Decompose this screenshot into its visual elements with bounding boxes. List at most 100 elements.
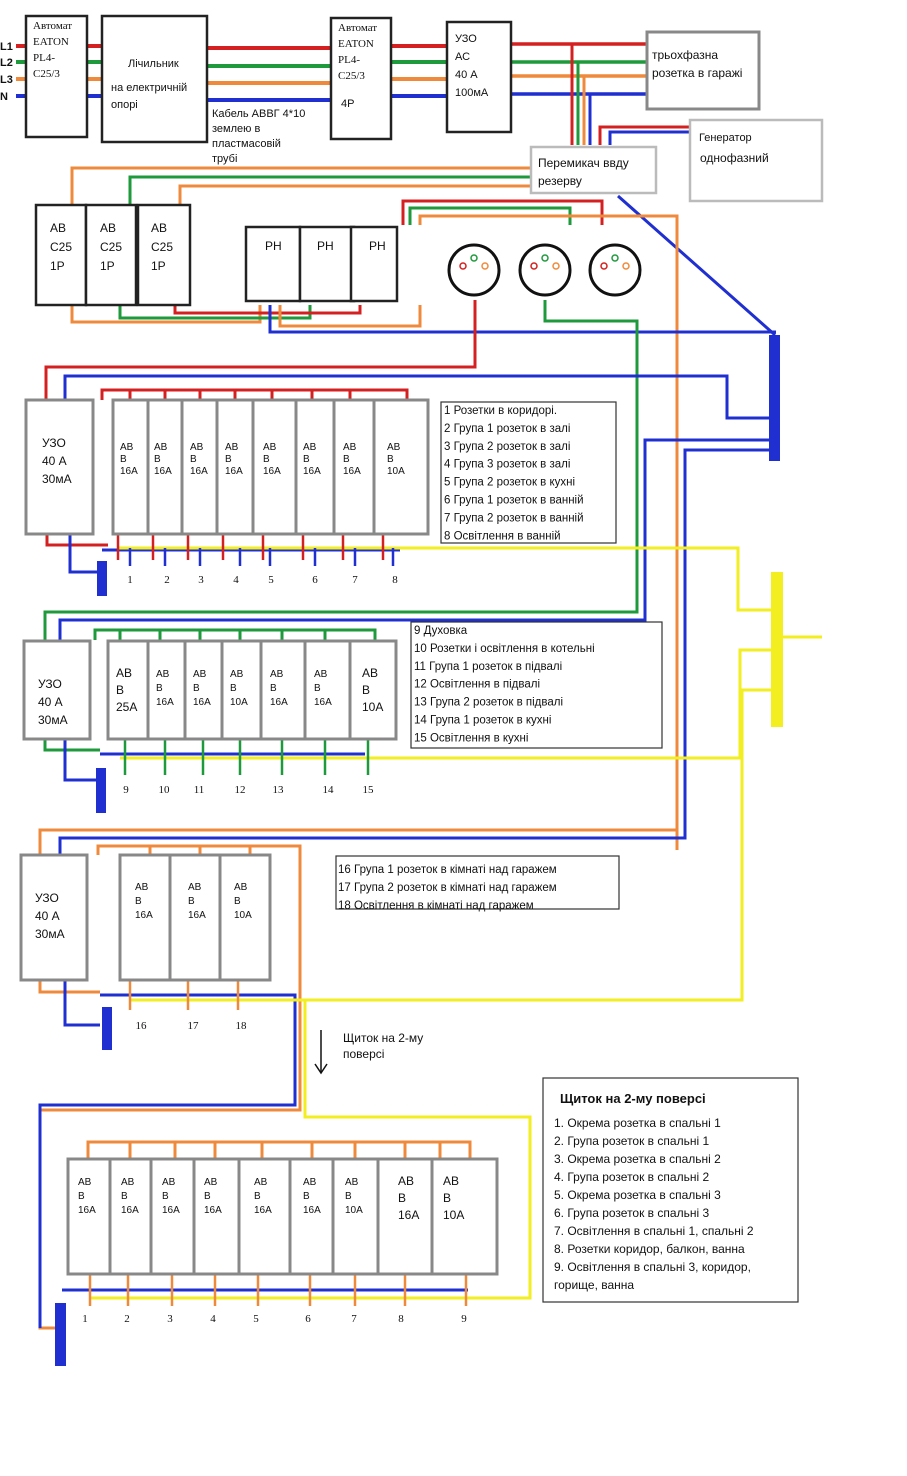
- board4-breaker-label: 16А: [204, 1205, 222, 1216]
- board2-breaker-label: АВ: [116, 666, 132, 680]
- board2-pe-bus: [120, 648, 776, 760]
- board1-legend-item: 8 Освітлення в ванній: [444, 530, 561, 542]
- board2-legend-item: 9 Духовка: [414, 625, 468, 637]
- board2-breaker-box: [106, 639, 150, 741]
- board1-breaker-label: 10А: [387, 466, 405, 477]
- rcd-top-label: УЗО: [455, 33, 477, 45]
- board1-legend-item: 5 Група 2 розеток в кухні: [444, 477, 575, 489]
- board1-legend-item: 2 Група 1 розеток в залі: [444, 423, 570, 435]
- board2-breaker-label: 16А: [156, 697, 174, 708]
- board1-breaker-label: 16А: [120, 466, 138, 477]
- transfer-switch-label: Перемикач ввду: [538, 156, 629, 170]
- board3-breaker-box: [168, 853, 222, 982]
- board3-breaker-label: 16А: [188, 910, 206, 921]
- transfer-out-l2: [128, 175, 531, 205]
- board1-breaker-label: В: [120, 454, 127, 465]
- board4-breaker-box: [376, 1157, 434, 1276]
- board1-breaker-label: 16А: [303, 466, 321, 477]
- board3-breaker-box: [218, 853, 272, 982]
- board1-breaker-box: [251, 398, 298, 536]
- board1-breaker-label: АВ: [225, 442, 239, 453]
- board4-circuit-number: 2: [124, 1313, 130, 1325]
- board1-breaker-label: В: [263, 454, 270, 465]
- socket-pin-icon: [459, 262, 467, 270]
- board2-legend-item: 15 Освітлення в кухні: [414, 732, 528, 744]
- board1-breaker-label: 16А: [154, 466, 172, 477]
- neutral-bar: [97, 561, 107, 596]
- board3-circuit-number: 16: [136, 1020, 148, 1032]
- board2-circuit-number: 9: [123, 784, 129, 796]
- wires-layer: [16, 42, 822, 1330]
- rh-to-socket-l3: [418, 214, 679, 850]
- row2-breaker-label: С25: [151, 240, 173, 254]
- garage-socket-label: трьохфазна: [652, 48, 718, 62]
- board4-legend-item: 6. Група розеток в спальні 3: [554, 1206, 709, 1220]
- board2-breaker-label: 16А: [193, 697, 211, 708]
- board1-rcd-box: [24, 398, 95, 536]
- board4-circuit-number: 7: [351, 1313, 357, 1325]
- board2-circuit-number: 10: [159, 784, 171, 796]
- board1-breaker-label: АВ: [263, 442, 277, 453]
- transfer-switch-box: [529, 145, 658, 195]
- board1-legend-box: [440, 401, 617, 544]
- breaker1-label: PL4-: [33, 52, 55, 64]
- down-arrow-icon: [314, 1063, 328, 1075]
- board3-breaker-label: В: [188, 896, 195, 907]
- board2-breaker-label: 10А: [362, 700, 383, 714]
- board4-breaker-label: АВ: [254, 1177, 268, 1188]
- board2-circuit-number: 15: [363, 784, 375, 796]
- board2-legend-item: 13 Група 2 розеток в підвалі: [414, 697, 563, 709]
- board3-legend-item: 18 Освітлення в кімнаті над гаражем: [338, 900, 534, 912]
- row2-breaker-label: 1Р: [100, 259, 115, 273]
- board1-breaker-label: АВ: [120, 442, 134, 453]
- breaker2-label: PL4-: [338, 54, 360, 66]
- board1-legend-item: 7 Група 2 розеток в ванній: [444, 512, 584, 524]
- transfer-switch-label: резерву: [538, 174, 582, 188]
- board4-legend-item: 9. Освітлення в спальні 3, коридор,: [554, 1260, 751, 1274]
- board1-breaker-label: 16А: [225, 466, 243, 477]
- board4-legend-item: 8. Розетки коридор, балкон, ванна: [554, 1242, 745, 1256]
- board4-breaker-label: 16А: [78, 1205, 96, 1216]
- board4-breaker-label: В: [254, 1191, 261, 1202]
- board1-circuit-number: 7: [352, 574, 358, 586]
- board1-breaker-label: В: [387, 454, 394, 465]
- board1-rcd-n: [68, 533, 102, 574]
- generator-wire-n: [608, 130, 690, 145]
- rcd-top-label: 100мА: [455, 87, 489, 99]
- board1-circuit-number: 5: [268, 574, 274, 586]
- board4-breaker-label: В: [443, 1191, 451, 1205]
- board3-breaker-label: В: [135, 896, 142, 907]
- socket-pin-icon: [541, 254, 549, 262]
- feed-board3-n: [58, 448, 776, 855]
- board4-breaker-box: [331, 1157, 380, 1276]
- cable-label: Кабель АВВГ 4*10: [212, 108, 305, 120]
- feed-board2-l2: [43, 300, 639, 640]
- rh-relay-box: [244, 225, 302, 303]
- board4-legend-item: 4. Група розеток в спальні 2: [554, 1170, 709, 1184]
- board4-legend-box: [542, 1077, 799, 1303]
- board1-breaker-label: АВ: [387, 442, 401, 453]
- board1-legend-item: 1 Розетки в коридорі.: [444, 405, 557, 417]
- board4-circuit-number: 3: [167, 1313, 173, 1325]
- board1-legend-item: 6 Група 1 розеток в ванній: [444, 495, 584, 507]
- board4-breaker-label: В: [345, 1191, 352, 1202]
- board1-breaker-label: АВ: [343, 442, 357, 453]
- board1-rcd-label: 40 А: [42, 454, 67, 468]
- garage-socket-label: розетка в гаражі: [652, 66, 742, 80]
- board3-rcd-label: 40 А: [35, 909, 60, 923]
- socket-pin-icon: [481, 262, 489, 270]
- breaker2-label: Автомат: [338, 22, 377, 34]
- board4-breaker-label: 10А: [443, 1208, 464, 1222]
- board1-legend-item: 4 Група 3 розеток в залі: [444, 459, 570, 471]
- cable-label: землею в: [212, 123, 260, 135]
- board3-circuit-number: 17: [188, 1020, 200, 1032]
- meter-label: опорі: [111, 99, 138, 111]
- pe-bar: [771, 572, 783, 727]
- row2-breaker-box: [84, 203, 138, 307]
- breaker1-label: EATON: [33, 36, 69, 48]
- board4-legend-item: 5. Окрема розетка в спальні 3: [554, 1188, 721, 1202]
- board4-breaker-label: АВ: [443, 1174, 459, 1188]
- board1-rcd-label: 30мА: [42, 472, 72, 486]
- board4-circuit-number: 5: [253, 1313, 259, 1325]
- board4-legend-item: 3. Окрема розетка в спальні 2: [554, 1152, 721, 1166]
